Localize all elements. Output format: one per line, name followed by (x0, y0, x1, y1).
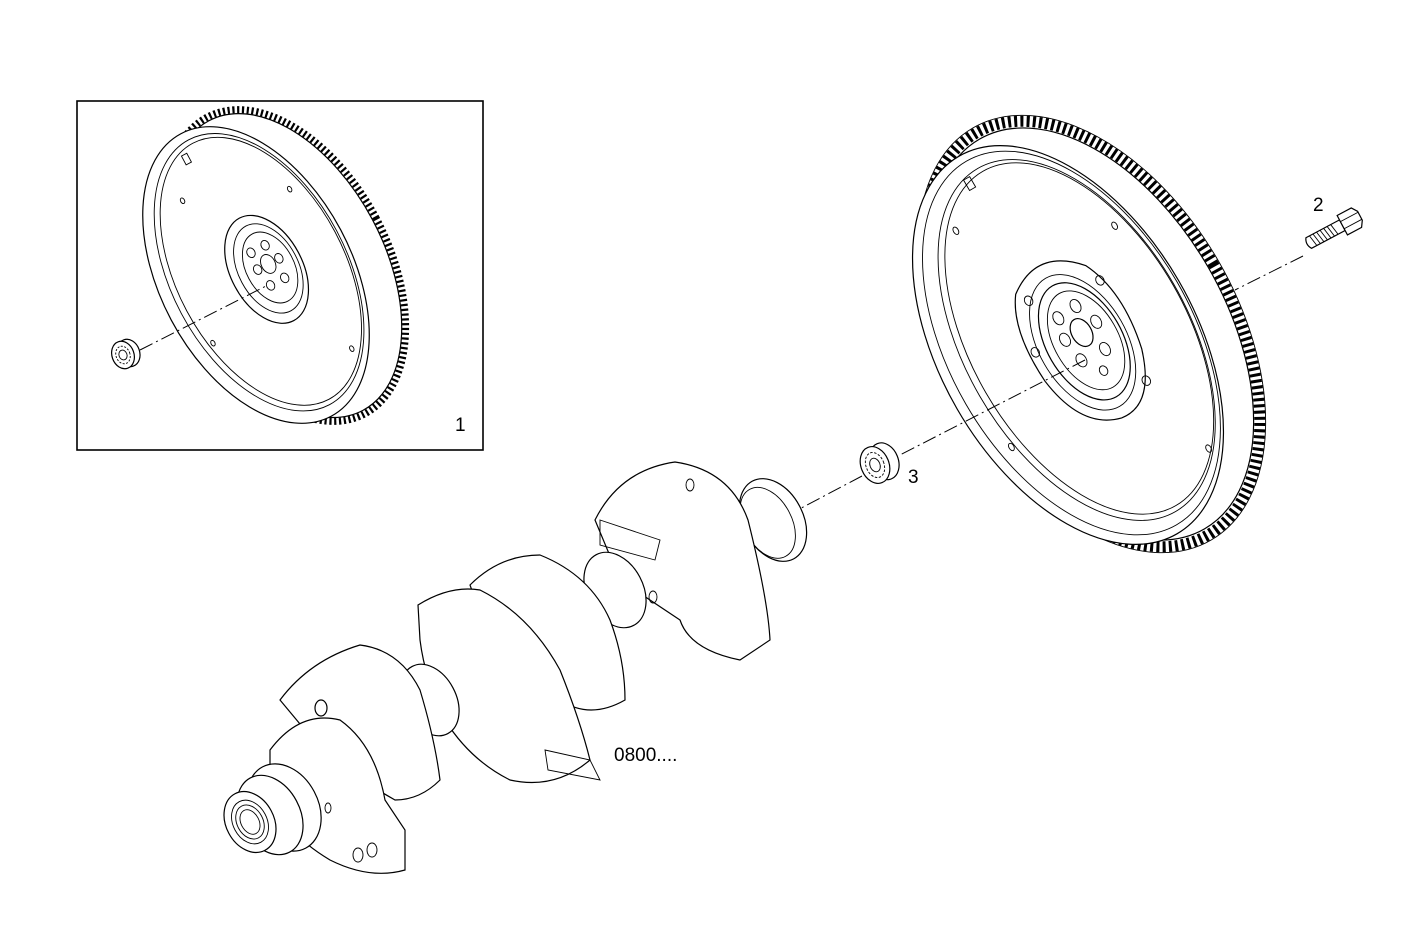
flywheel-axis-line (899, 359, 1086, 456)
flywheel[interactable] (847, 55, 1338, 613)
bolt-axis-line (1234, 255, 1304, 291)
crankshaft[interactable] (214, 461, 820, 874)
crankshaft-reference-label[interactable]: 0800.... (614, 745, 678, 766)
callout-3-pilot-bearing[interactable]: 3 (908, 467, 919, 488)
crankshaft-axis-line (789, 475, 863, 515)
callout-1-flywheel-assembly[interactable]: 1 (455, 415, 466, 436)
inset-flywheel-assembly[interactable] (76, 69, 484, 461)
flywheel-body (911, 145, 1225, 545)
callout-2-flywheel-bolt[interactable]: 2 (1313, 195, 1324, 216)
inset-flywheel-body (142, 126, 370, 424)
flywheel-bolt[interactable] (1302, 206, 1365, 254)
inset-pilot-bearing (111, 338, 141, 370)
pilot-bearing[interactable] (855, 438, 904, 487)
